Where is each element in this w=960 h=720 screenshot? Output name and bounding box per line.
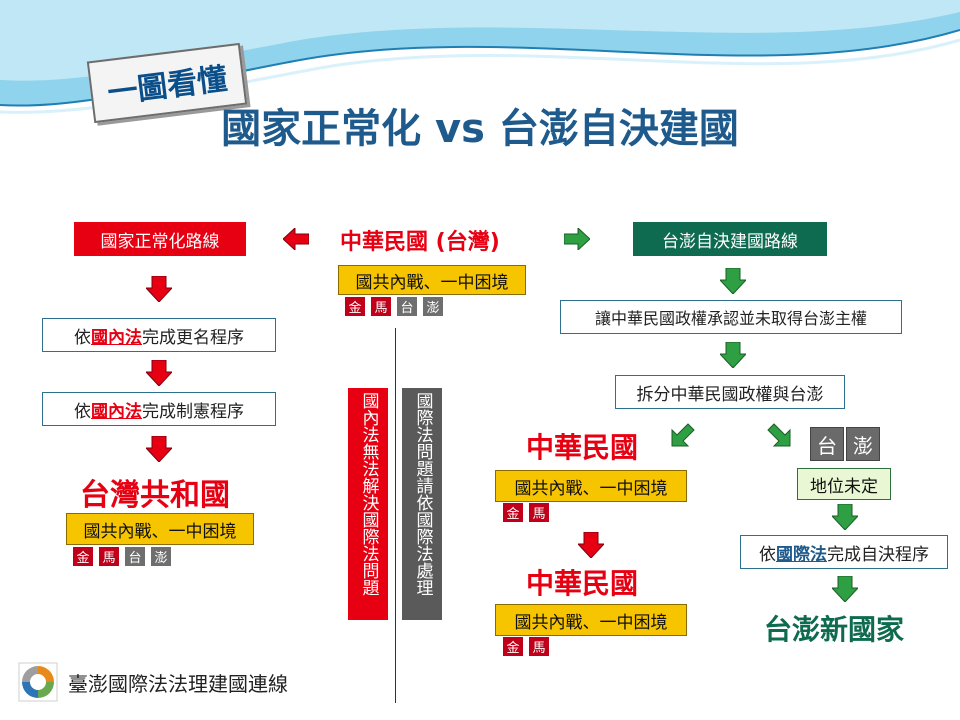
left-step1-hl: 國內法: [91, 327, 142, 348]
left-result-title: 台灣共和國: [80, 478, 230, 513]
left-step1-post: 完成更名程序: [142, 327, 244, 348]
center-civil-war: 國共內戰、一中困境: [338, 265, 526, 295]
chip-ma: 馬: [528, 502, 550, 523]
arrow-down-icon: [146, 276, 172, 302]
arrow-down-icon: [720, 268, 746, 294]
center-title: 中華民國 (台灣): [340, 230, 500, 255]
right-roc-title-1: 中華民國: [526, 431, 639, 464]
left-step-constitution: 依國內法完成制憲程序: [42, 392, 276, 426]
chip-ma: 馬: [370, 296, 392, 317]
chip-jin: 金: [502, 502, 524, 523]
chip-ma: 馬: [98, 546, 120, 567]
column-international-law-text: 國際法問題請依國際法處理: [412, 392, 433, 596]
right-result-title: 台澎新國家: [764, 613, 905, 646]
right-roc-civil-war-1: 國共內戰、一中困境: [495, 470, 687, 502]
right-self-post: 完成自決程序: [827, 544, 929, 565]
chip-tai: 台: [396, 296, 418, 317]
right-step-split: 拆分中華民國政權與台澎: [615, 375, 845, 409]
left-step2-pre: 依: [74, 401, 91, 422]
arrow-down-icon: [832, 504, 858, 530]
arrow-left-icon: [283, 228, 309, 250]
page-title: 國家正常化 vs 台澎自決建國: [221, 106, 739, 152]
left-step-rename: 依國內法完成更名程序: [42, 318, 276, 352]
left-step1-pre: 依: [74, 327, 91, 348]
arrow-down-left-icon: [671, 423, 695, 447]
left-route-label: 國家正常化路線: [74, 222, 246, 256]
chip-tai: 台: [124, 546, 146, 567]
left-civil-war: 國共內戰、一中困境: [66, 513, 254, 545]
chip-ma: 馬: [528, 636, 550, 657]
left-step2-hl: 國內法: [91, 401, 142, 422]
chip-peng: 澎: [422, 296, 444, 317]
right-self-hl: 國際法: [776, 544, 827, 565]
right-roc-civil-war-2: 國共內戰、一中困境: [495, 604, 687, 636]
left-step2-post: 完成制憲程序: [142, 401, 244, 422]
right-step-self-determination: 依國際法完成自決程序: [740, 535, 948, 569]
organization-logo-icon: [18, 662, 58, 702]
arrow-down-icon: [832, 576, 858, 602]
column-international-law: 國際法問題請依國際法處理: [402, 388, 442, 620]
column-domestic-law: 國內法無法解決國際法問題: [348, 388, 388, 620]
center-divider: [395, 328, 396, 703]
chip-jin: 金: [502, 636, 524, 657]
arrow-down-icon: [578, 532, 604, 558]
arrow-down-icon: [146, 360, 172, 386]
arrow-down-icon: [146, 436, 172, 462]
tp-chip-peng: 澎: [846, 427, 880, 461]
right-route-label: 台澎自決建國路線: [633, 222, 827, 256]
arrow-right-icon: [564, 228, 590, 250]
footer-organization: 臺澎國際法法理建國連線: [68, 672, 288, 696]
right-step-recognize: 讓中華民國政權承認並未取得台澎主權: [560, 300, 902, 334]
right-status-undetermined: 地位未定: [797, 468, 891, 500]
right-roc-title-2: 中華民國: [526, 567, 639, 600]
arrow-down-right-icon: [767, 423, 791, 447]
arrow-down-icon: [720, 342, 746, 368]
right-self-pre: 依: [759, 544, 776, 565]
column-domestic-law-text: 國內法無法解決國際法問題: [358, 392, 379, 596]
tp-chip-tai: 台: [810, 427, 844, 461]
chip-peng: 澎: [150, 546, 172, 567]
chip-jin: 金: [72, 546, 94, 567]
chip-jin: 金: [344, 296, 366, 317]
